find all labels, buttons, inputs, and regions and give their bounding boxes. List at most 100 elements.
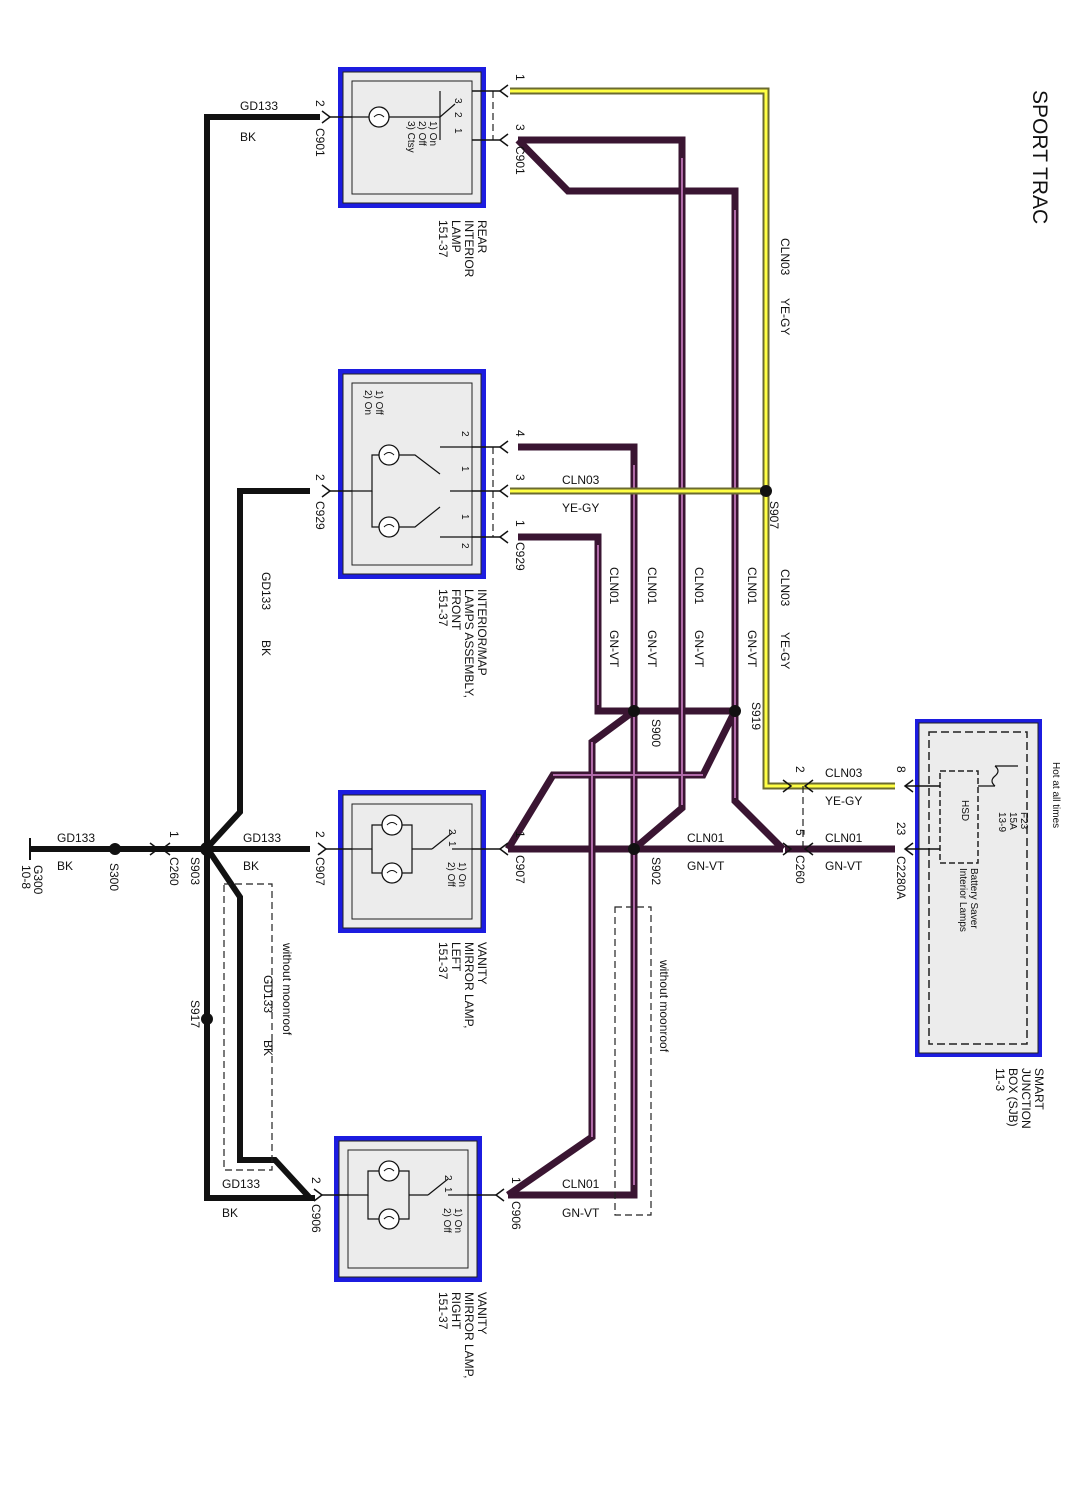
rear-lamp-name-3: LAMP xyxy=(449,220,463,253)
splice-s903 xyxy=(200,842,214,856)
rear-lamp-pos-1: 1) On xyxy=(427,121,438,146)
wire-label-cln03-mid: CLN03 xyxy=(778,569,792,607)
rear-switch-pin-3: 3 xyxy=(452,98,463,104)
c901-left-pin: 2 xyxy=(313,100,327,107)
rear-switch-pin-2: 2 xyxy=(452,112,463,118)
c929-right-pin-3: 3 xyxy=(513,474,527,481)
c901-left-label: C901 xyxy=(313,128,327,157)
vanity-right-pos-1: 1) On xyxy=(452,1208,463,1233)
wire-labels: GD133 BK GD133 BK GD133 BK GD133 BK GD13… xyxy=(57,99,863,1220)
front-lamp-name-1: INTERIOR/MAP xyxy=(475,589,489,676)
c906-right-pin: 1 xyxy=(509,1177,523,1184)
wire-label-gd133-moonroof: GD133 xyxy=(261,975,275,1013)
wire-label-cln03-top: CLN03 xyxy=(778,238,792,276)
lamp-filaments xyxy=(373,114,398,1220)
rear-lamp-name-4: 151-37 xyxy=(436,220,450,258)
connector-labels: 2 C901 1 3 C901 2 C929 4 3 1 C929 2 C907… xyxy=(19,74,908,1233)
c260-left-pin: 1 xyxy=(167,831,181,838)
c260-left-label: C260 xyxy=(167,857,181,886)
wire-label-yegy-mid: YE-GY xyxy=(778,632,792,669)
sjb-connector-label: C2280A xyxy=(894,856,908,899)
rear-lamp-name-2: INTERIOR xyxy=(462,220,476,278)
sjb-pin-8: 8 xyxy=(894,766,908,773)
front-switch-pin-2b: 2 xyxy=(459,543,470,549)
c260-pin-5: 5 xyxy=(793,829,807,836)
switch-legends: 1) On 2) Off 3) Ctsy 1) Off 2) On 1) On … xyxy=(362,121,467,1233)
lamp-symbols xyxy=(368,106,403,1230)
s907-label: S907 xyxy=(767,501,781,529)
wire-label-bk-moonroof: BK xyxy=(261,1040,275,1056)
c929-right-pin-4: 4 xyxy=(513,430,527,437)
wire-label-bk-ground: BK xyxy=(57,859,73,873)
vanity-left-switch-pin-1: 1 xyxy=(446,841,457,847)
s300-label: S300 xyxy=(107,863,121,891)
front-lamp-bulb-1-icon xyxy=(378,444,400,466)
c929-right-label: C929 xyxy=(513,542,527,571)
c260-pin-2: 2 xyxy=(793,766,807,773)
without-moonroof-right: without moonroof xyxy=(657,959,671,1053)
sjb-labels: Hot at all times F23 15A 13-9 HSD Batter… xyxy=(957,762,1061,932)
splice-s300 xyxy=(109,843,121,855)
wire-label-yegy-front: YE-GY xyxy=(562,501,599,515)
wire-label-gd133-ground: GD133 xyxy=(57,831,95,845)
sjb-name-1: SMART xyxy=(1032,1068,1046,1110)
vanity-left-pos-1: 1) On xyxy=(456,862,467,887)
pin-numbers: 3 2 1 2 1 1 2 2 1 2 1 xyxy=(442,98,470,1193)
rear-lamp-pos-2: 2) Off xyxy=(416,121,427,146)
wire-label-bk-front: BK xyxy=(259,640,273,656)
wire-label-gnvt-5: GN-VT xyxy=(687,859,725,873)
rear-lamp-bulb-icon xyxy=(368,106,390,128)
c907-left-pin: 2 xyxy=(313,831,327,838)
wire-label-yegy-sjb: YE-GY xyxy=(825,794,862,808)
wire-label-bk-left: BK xyxy=(243,859,259,873)
s917-label: S917 xyxy=(188,1000,202,1028)
sjb-fuse-ref: 13-9 xyxy=(996,812,1007,832)
vanity-right-bulb-2-icon xyxy=(378,1208,400,1230)
c929-left-pin: 2 xyxy=(313,474,327,481)
c901-right-pin-3: 3 xyxy=(513,124,527,131)
wire-label-cln01-sjb: CLN01 xyxy=(825,831,863,845)
sjb-fuse-id: F23 xyxy=(1018,812,1029,830)
vanity-left-name-3: LEFT xyxy=(449,942,463,972)
wire-label-cln01-2: CLN01 xyxy=(645,567,659,605)
vanity-right-name-4: 151-37 xyxy=(436,1292,450,1330)
vanity-left-switch-pin-2: 2 xyxy=(446,829,457,835)
wire-label-gnvt-4: GN-VT xyxy=(745,630,759,668)
c901-right-label: C901 xyxy=(513,146,527,175)
wire-label-yegy-top: YE-GY xyxy=(778,298,792,335)
wire-label-gnvt-sjb: GN-VT xyxy=(825,859,863,873)
component-labels: REAR INTERIOR LAMP 151-37 INTERIOR/MAP L… xyxy=(436,220,1046,1378)
splice-labels: S907 S919 S900 S902 S903 S917 S300 xyxy=(107,501,781,1028)
vanity-left-bulb-2-icon xyxy=(381,862,403,884)
ground-wires xyxy=(30,114,320,1201)
c907-right-label: C907 xyxy=(513,855,527,884)
s900-label: S900 xyxy=(649,719,663,747)
sjb-name-4: 11-3 xyxy=(993,1068,1007,1091)
front-switch-pin-1a: 1 xyxy=(459,466,470,472)
splice-s907 xyxy=(760,485,772,497)
option-boxes xyxy=(223,91,804,1216)
wire-label-bk-rear: BK xyxy=(240,130,256,144)
without-moonroof-left: without moonroof xyxy=(280,942,294,1036)
front-switch-pin-1b: 1 xyxy=(459,514,470,520)
vanity-left-bulb-1-icon xyxy=(381,814,403,836)
vanity-left-pos-2: 2) Off xyxy=(445,862,456,887)
front-lamp-name-3: FRONT xyxy=(449,589,463,631)
front-switch-pin-2a: 2 xyxy=(459,431,470,437)
vanity-right-pos-2: 2) Off xyxy=(441,1208,452,1233)
splice-dots xyxy=(109,485,772,1025)
internal-wiring xyxy=(348,91,1018,1220)
wire-label-gnvt-1: GN-VT xyxy=(607,630,621,668)
vanity-right-name-2: MIRROR LAMP, xyxy=(462,1292,476,1378)
front-lamp-pos-1: 1) Off xyxy=(373,390,384,415)
wire-label-bk-right: BK xyxy=(222,1206,238,1220)
vanity-left-name-1: VANITY xyxy=(475,942,489,984)
c901-right-pin-1: 1 xyxy=(513,74,527,81)
s903-label: S903 xyxy=(188,857,202,885)
vanity-right-name-3: RIGHT xyxy=(449,1292,463,1330)
c907-left-label: C907 xyxy=(313,857,327,886)
wire-label-gd133-front: GD133 xyxy=(259,572,273,610)
splice-s900 xyxy=(628,705,640,717)
c260-right-label: C260 xyxy=(793,855,807,884)
